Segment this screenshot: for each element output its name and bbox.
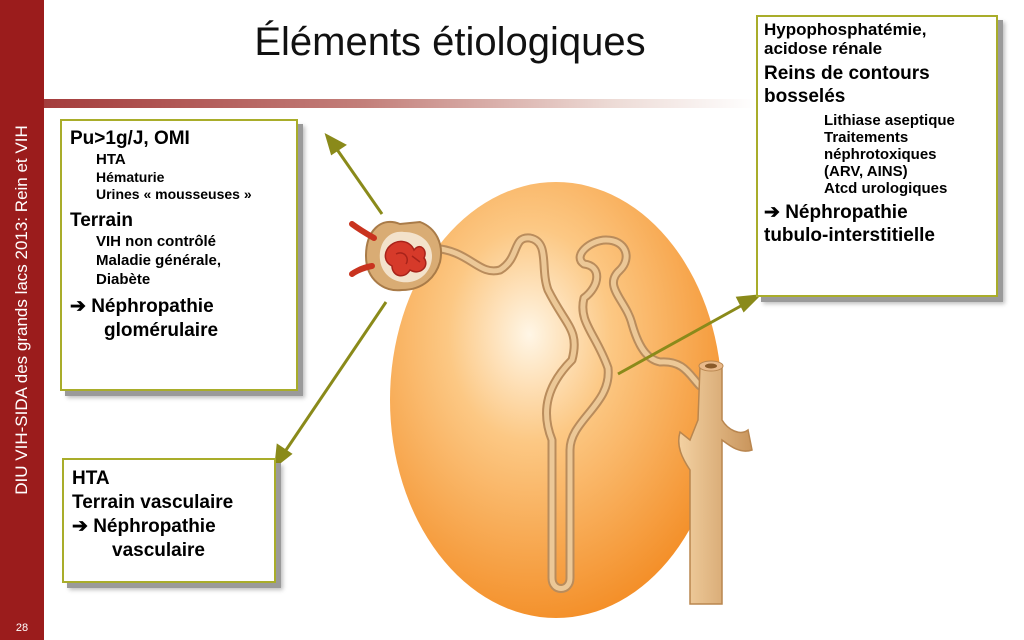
arrows [274, 133, 763, 469]
glomerular-item-vih: VIH non contrôlé [96, 233, 216, 250]
glomerular-conclusion-2: glomérulaire [104, 320, 219, 341]
tubulo-line-3: Reins de contours [764, 63, 930, 84]
tubulo-item-traitements: Traitements [824, 129, 909, 146]
tubulo-conclusion-2: tubulo-interstitielle [764, 225, 935, 246]
tubulo-line-1: Hypophosphatémie, [764, 20, 927, 39]
tubulo-conclusion-1: ➔ Néphropathie [764, 202, 908, 223]
title-rule [44, 99, 756, 108]
glomerular-heading-2: Terrain [70, 210, 134, 231]
tubulo-item-atcd: Atcd urologiques [824, 180, 948, 197]
glomerular-heading-1: Pu>1g/J, OMI [70, 128, 190, 149]
arrow-icon: ➔ [764, 202, 780, 223]
arrow-to-left-box [334, 147, 384, 215]
tubulo-item-arv: (ARV, AINS) [824, 163, 908, 180]
arrow-icon: ➔ [70, 296, 86, 317]
glomerular-item-hta: HTA [96, 151, 126, 168]
tubulo-item-lithiase: Lithiase aseptique [824, 112, 955, 129]
vascular-box: HTA Terrain vasculaire ➔ Néphropathie va… [62, 458, 276, 583]
tubulo-line-2: acidose rénale [764, 39, 883, 58]
vascular-conclusion-1: ➔ Néphropathie [72, 516, 216, 537]
arrow-icon: ➔ [72, 516, 88, 537]
glomerular-item-hematuria: Hématurie [96, 169, 165, 185]
glomerular-item-maladie: Maladie générale, [96, 252, 222, 269]
glomerular-conclusion-1: ➔ Néphropathie [70, 296, 214, 317]
tubulo-box: Hypophosphatémie, acidose rénale Reins d… [756, 15, 998, 297]
vascular-line-2: Terrain vasculaire [72, 492, 234, 513]
glomerulus [349, 220, 442, 292]
glomerular-box: Pu>1g/J, OMI HTA Hématurie Urines « mous… [60, 119, 298, 391]
sidebar: DIU VIH-SIDA des grands lacs 2013: Rein … [0, 0, 44, 640]
page-title: Éléments étiologiques [254, 20, 646, 64]
tubulo-line-4: bosselés [764, 86, 846, 107]
vascular-conclusion-2: vasculaire [112, 540, 205, 561]
arrow-to-right-box [617, 300, 749, 376]
tubulo-item-nephrotox: néphrotoxiques [824, 146, 937, 163]
arrow-to-bottom-box [280, 301, 388, 457]
collecting-duct [678, 360, 753, 605]
glomerular-item-urines: Urines « mousseuses » [96, 186, 252, 202]
page-number: 28 [15, 622, 29, 634]
vascular-line-1: HTA [72, 468, 110, 489]
glomerular-item-diabete: Diabète [96, 271, 151, 288]
nephron-tubule [427, 233, 705, 593]
kidney-ellipse [390, 182, 722, 618]
